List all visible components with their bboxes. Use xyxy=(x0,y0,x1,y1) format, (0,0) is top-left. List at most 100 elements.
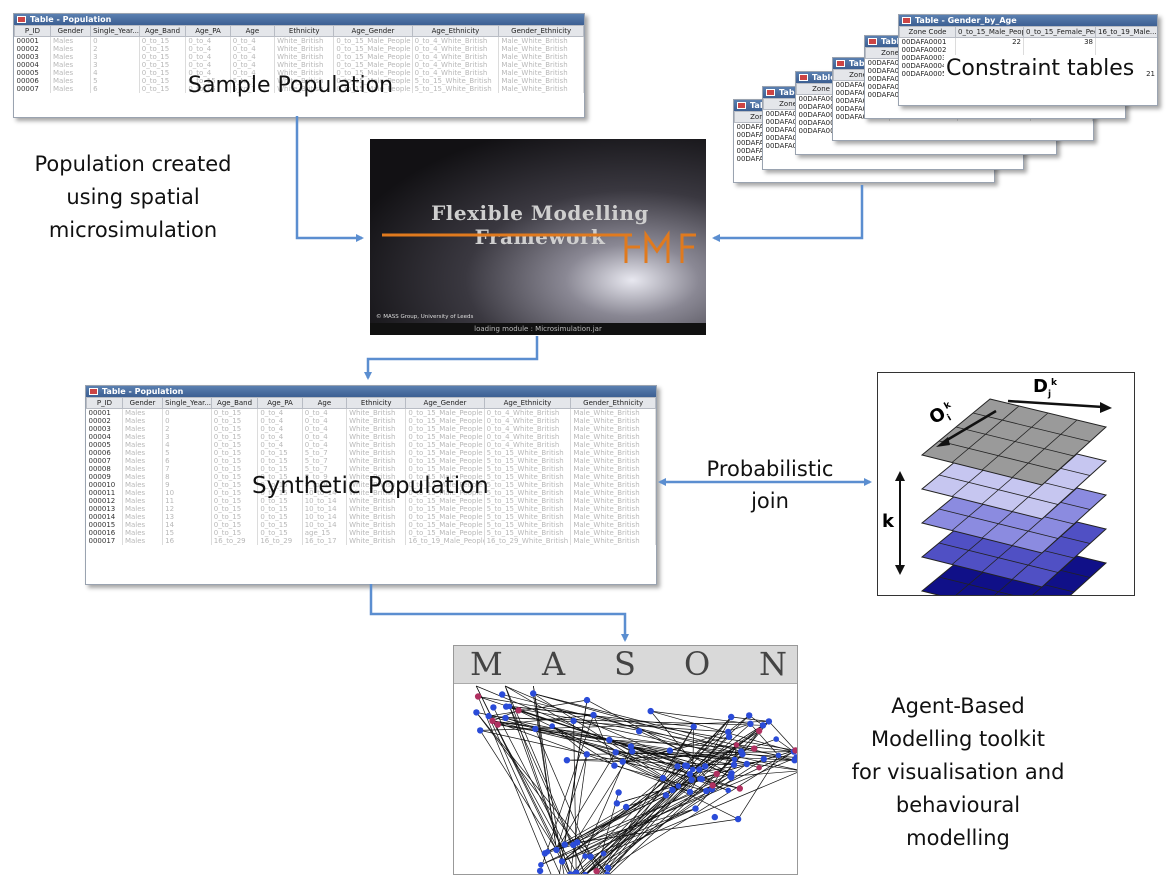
table-cell[interactable]: 0_to_15_Male_People xyxy=(406,409,484,418)
column-header[interactable]: Zone Code xyxy=(900,27,956,38)
table-cell[interactable]: 10_to_14 xyxy=(302,505,346,513)
table-cell[interactable]: Male_White_British xyxy=(571,457,656,465)
table-cell[interactable]: 0_to_4 xyxy=(302,441,346,449)
table-cell[interactable]: 0_to_4_White_British xyxy=(484,417,571,425)
table-cell[interactable]: 0_to_4_White_British xyxy=(484,425,571,433)
table-cell[interactable]: 00004 xyxy=(15,61,51,69)
table-cell[interactable]: Males xyxy=(50,37,90,46)
table-cell[interactable]: Male_White_British xyxy=(499,69,584,77)
table-cell[interactable]: 0_to_15_Male_People xyxy=(406,425,484,433)
table-cell[interactable]: 00009 xyxy=(87,473,123,481)
table-cell[interactable]: 0_to_15_Male_People xyxy=(334,61,412,69)
table-cell[interactable]: Males xyxy=(122,425,162,433)
table-cell[interactable]: 000017 xyxy=(87,537,123,545)
column-header[interactable]: Age_Ethnicity xyxy=(484,398,571,409)
column-header[interactable]: Single_Year... xyxy=(163,398,212,409)
table-cell[interactable]: 0_to_15_Male_People xyxy=(406,505,484,513)
table-cell[interactable]: 0_to_15 xyxy=(211,417,258,425)
table-cell[interactable]: 0_to_15_Male_People xyxy=(406,433,484,441)
table-cell[interactable]: 0_to_15 xyxy=(139,37,186,46)
table-cell[interactable]: 0_to_15 xyxy=(258,529,302,537)
table-cell[interactable]: 11 xyxy=(163,497,212,505)
table-cell[interactable]: 00003 xyxy=(87,425,123,433)
table-cell[interactable]: 00001 xyxy=(87,409,123,418)
table-cell[interactable]: 00DAFA0001 xyxy=(900,38,956,47)
table-cell[interactable]: 8 xyxy=(163,473,212,481)
table-cell[interactable]: Males xyxy=(122,505,162,513)
table-cell[interactable]: 0_to_4 xyxy=(258,425,302,433)
table-cell[interactable]: 0_to_15_Male_People xyxy=(406,449,484,457)
table-cell[interactable]: 0_to_4_White_British xyxy=(484,409,571,418)
table-cell[interactable]: 16_to_29 xyxy=(258,537,302,545)
table-cell[interactable]: White_British xyxy=(347,457,406,465)
table-cell[interactable]: Males xyxy=(122,465,162,473)
table-cell[interactable]: Male_White_British xyxy=(499,37,584,46)
table-cell[interactable]: Male_White_British xyxy=(571,513,656,521)
table-cell[interactable]: Male_White_British xyxy=(571,497,656,505)
table-cell[interactable]: 0_to_4 xyxy=(302,425,346,433)
table-cell[interactable]: 0_to_4 xyxy=(258,409,302,418)
table-cell[interactable]: Males xyxy=(50,61,90,69)
table-cell[interactable]: 0_to_15 xyxy=(139,69,186,77)
column-header[interactable]: Age_PA xyxy=(258,398,302,409)
table-cell[interactable]: 0_to_15 xyxy=(211,505,258,513)
table-cell[interactable]: 6 xyxy=(91,85,140,93)
column-header[interactable]: Age_Gender xyxy=(406,398,484,409)
table-cell[interactable]: 000015 xyxy=(87,521,123,529)
table-cell[interactable]: White_British xyxy=(347,505,406,513)
table-cell[interactable]: Male_White_British xyxy=(499,45,584,53)
table-cell[interactable]: 00008 xyxy=(87,465,123,473)
table-cell[interactable]: 0_to_15 xyxy=(211,409,258,418)
table-cell[interactable]: Males xyxy=(122,441,162,449)
table-cell[interactable]: 0_to_4 xyxy=(186,37,230,46)
table-cell[interactable] xyxy=(956,46,1024,54)
table-cell[interactable]: Males xyxy=(122,481,162,489)
table-cell[interactable]: 5_to_15_White_British xyxy=(412,77,499,85)
table-cell[interactable]: 0_to_4_White_British xyxy=(412,69,499,77)
table-cell[interactable]: Males xyxy=(122,513,162,521)
table-cell[interactable]: 0_to_15 xyxy=(258,505,302,513)
table-cell[interactable]: 000016 xyxy=(87,529,123,537)
table-cell[interactable]: Male_White_British xyxy=(571,481,656,489)
table-cell[interactable]: 22 xyxy=(956,38,1024,47)
table-cell[interactable]: 0_to_4_White_British xyxy=(412,61,499,69)
table-cell[interactable]: White_British xyxy=(347,409,406,418)
table-cell[interactable]: Males xyxy=(122,409,162,418)
table-cell[interactable]: 0_to_15 xyxy=(258,513,302,521)
table-cell[interactable]: Male_White_British xyxy=(571,409,656,418)
table-cell[interactable]: 00001 xyxy=(15,37,51,46)
column-header[interactable]: Age xyxy=(302,398,346,409)
table-cell[interactable]: 0_to_15 xyxy=(139,77,186,85)
table-cell[interactable]: Males xyxy=(122,529,162,537)
table-cell[interactable]: Males xyxy=(122,497,162,505)
table-cell[interactable]: 2 xyxy=(163,425,212,433)
table-cell[interactable]: 0_to_15 xyxy=(139,53,186,61)
column-header[interactable]: Single_Year... xyxy=(91,26,140,37)
table-cell[interactable]: Male_White_British xyxy=(571,473,656,481)
table-cell[interactable]: 00006 xyxy=(15,77,51,85)
table-cell[interactable]: Male_White_British xyxy=(499,61,584,69)
column-header[interactable]: 16_to_19_Male... xyxy=(1096,27,1158,38)
table-cell[interactable]: 0_to_15_Male_People xyxy=(406,441,484,449)
table-cell[interactable]: White_British xyxy=(347,417,406,425)
table-cell[interactable]: 5 xyxy=(91,77,140,85)
table-cell[interactable]: 0_to_15 xyxy=(211,433,258,441)
column-header[interactable]: Age_Ethnicity xyxy=(412,26,499,37)
table-cell[interactable]: 0_to_4_White_British xyxy=(412,37,499,46)
table-cell[interactable]: White_British xyxy=(347,529,406,537)
table-cell[interactable]: 000013 xyxy=(87,505,123,513)
table-row[interactable]: 00DAFA0002 xyxy=(900,46,1158,54)
table-cell[interactable]: 0 xyxy=(91,37,140,46)
table-cell[interactable]: White_British xyxy=(275,45,334,53)
table-cell[interactable]: 0_to_15 xyxy=(211,521,258,529)
table-cell[interactable]: 0_to_4 xyxy=(302,433,346,441)
table-cell[interactable]: 5_to_15_White_British xyxy=(484,497,571,505)
table-cell[interactable]: 00002 xyxy=(15,45,51,53)
